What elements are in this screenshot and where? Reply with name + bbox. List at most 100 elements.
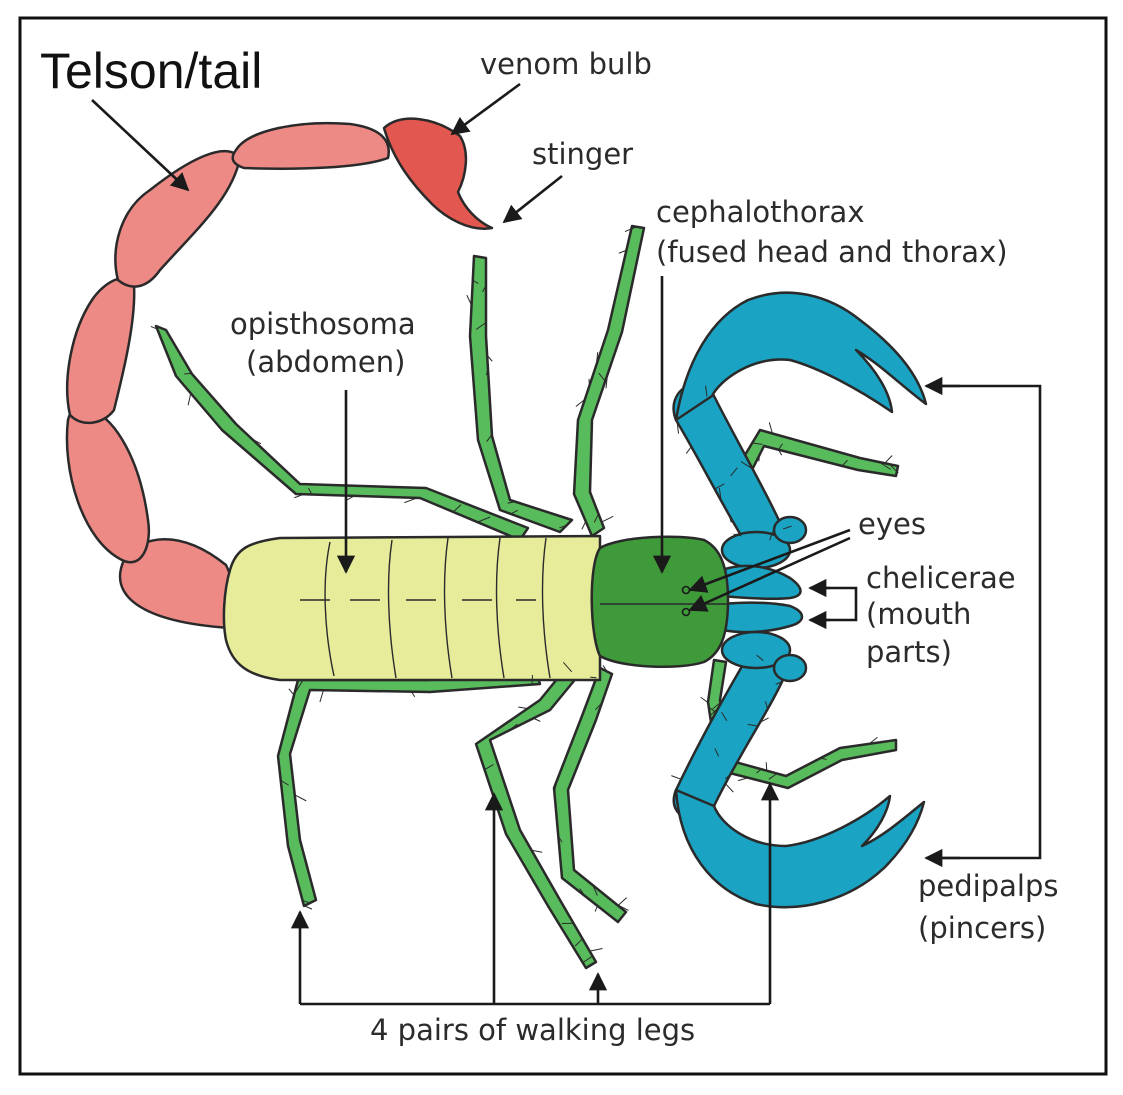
hair-bristle bbox=[765, 762, 768, 771]
hair-bristle bbox=[764, 701, 769, 710]
label-stinger: stinger bbox=[532, 137, 633, 171]
hair-bristle bbox=[477, 516, 491, 523]
hair-bristle bbox=[486, 367, 489, 376]
hair-bristle bbox=[295, 679, 304, 692]
hair-bristle bbox=[486, 434, 493, 442]
hair-bristle bbox=[756, 654, 764, 661]
hair-bristle bbox=[601, 515, 614, 523]
hair-bristle bbox=[778, 449, 783, 456]
hair-bristle bbox=[452, 504, 462, 513]
diagram-frame bbox=[18, 16, 1108, 1076]
hair-bristle bbox=[775, 681, 783, 685]
hair-bristle bbox=[184, 372, 192, 375]
pedipalp-upper-pincer bbox=[674, 291, 928, 422]
hair-bristle bbox=[676, 421, 680, 434]
hair-bristle bbox=[730, 467, 738, 477]
cephalothorax-body bbox=[590, 535, 730, 669]
leg-upper-3 bbox=[468, 254, 574, 534]
hair-bristle bbox=[308, 487, 313, 495]
leader-lines bbox=[91, 82, 1042, 1006]
hair-bristle bbox=[714, 483, 725, 490]
label-chelicerae-subtitle-2: parts) bbox=[866, 635, 952, 669]
leg-lower-2 bbox=[552, 666, 628, 924]
label-opisthosoma: opisthosoma bbox=[230, 307, 416, 341]
chelicera-right bbox=[720, 601, 804, 634]
hair-bristle bbox=[718, 487, 722, 501]
hair-bristle bbox=[738, 777, 749, 782]
eye-right bbox=[681, 607, 691, 617]
hair-bristle bbox=[618, 249, 627, 254]
leg-upper-front bbox=[734, 428, 900, 480]
hair-bristle bbox=[595, 352, 599, 365]
hair-bristle bbox=[768, 773, 778, 780]
hair-bristle bbox=[758, 455, 760, 462]
hair-bristle bbox=[712, 700, 723, 710]
hair-bristle bbox=[251, 438, 262, 445]
hair-bristle bbox=[714, 748, 720, 757]
leg-upper-rear bbox=[154, 324, 530, 542]
tail-metasoma bbox=[65, 121, 390, 630]
leg-lower-3 bbox=[474, 666, 598, 970]
hair-bristle bbox=[740, 461, 753, 470]
hair-bristle bbox=[294, 794, 307, 802]
hair-bristle bbox=[878, 461, 892, 470]
tail-segment-4 bbox=[114, 149, 242, 288]
hair-bristle bbox=[280, 779, 289, 786]
hair-bristle bbox=[531, 849, 543, 853]
hair-bristle bbox=[733, 533, 742, 537]
label-pedipalps: pedipalps bbox=[918, 869, 1058, 903]
bracket-pedipalps bbox=[932, 384, 1042, 860]
abdomen-tergite-line-5 bbox=[541, 537, 551, 679]
hair-bristle bbox=[303, 905, 313, 910]
label-cephalothorax: cephalothorax bbox=[656, 195, 865, 229]
tail-segment-3 bbox=[66, 277, 136, 425]
abdomen-tergite-line-4 bbox=[495, 537, 505, 679]
hair-bristle bbox=[671, 775, 682, 780]
hair-bristle bbox=[884, 455, 893, 464]
hair-bristle bbox=[728, 515, 732, 523]
label-chelicerae-subtitle-1: (mouth bbox=[866, 597, 971, 631]
hair-bristle bbox=[579, 888, 586, 897]
label-cephalothorax-subtitle: (fused head and thorax) bbox=[656, 235, 1008, 269]
hair-bristle bbox=[705, 385, 708, 397]
arrow-telson bbox=[91, 99, 190, 192]
hair-bristle bbox=[507, 723, 518, 732]
hair-bristle bbox=[559, 524, 567, 529]
pedipalps bbox=[672, 291, 928, 909]
leg-upper-2 bbox=[572, 224, 646, 538]
hair-bristle bbox=[624, 226, 637, 233]
hair-bristle bbox=[507, 501, 516, 504]
chelicerae-mouthparts bbox=[720, 564, 804, 634]
hair-bristle bbox=[778, 443, 783, 450]
walking-legs bbox=[154, 224, 900, 970]
hair-bristle bbox=[574, 938, 583, 947]
chelicera-left bbox=[720, 564, 802, 601]
hair-bristle bbox=[482, 285, 487, 293]
hair-bristle bbox=[617, 897, 628, 906]
arrow-venom-bulb bbox=[450, 82, 521, 136]
hair-bristle bbox=[411, 691, 416, 698]
label-venom-bulb: venom bulb bbox=[480, 47, 652, 81]
hair-bristle bbox=[510, 509, 518, 515]
abdomen-body bbox=[222, 534, 602, 682]
arrow-eyes-1 bbox=[688, 528, 851, 593]
hair-bristle bbox=[187, 393, 192, 406]
abdomen-opisthosoma bbox=[222, 534, 602, 682]
hair-bristle bbox=[724, 774, 731, 780]
label-chelicerae: chelicerae bbox=[866, 561, 1016, 595]
abdomen-tergite-line-1 bbox=[324, 541, 335, 677]
hair-bristle bbox=[562, 661, 573, 673]
hair-bristle bbox=[302, 899, 311, 904]
label-opisthosoma-subtitle: (abdomen) bbox=[246, 345, 405, 379]
hair-bristle bbox=[518, 706, 528, 710]
label-pedipalps-subtitle: (pincers) bbox=[918, 911, 1046, 945]
hair-bristle bbox=[404, 497, 418, 504]
hair-bristle bbox=[428, 690, 438, 694]
pedipalp-lower-pincer bbox=[674, 788, 926, 909]
hair-bristle bbox=[288, 688, 295, 696]
tail-segment-2 bbox=[65, 406, 151, 564]
hair-bristle bbox=[721, 712, 728, 721]
hair-bristle bbox=[889, 463, 899, 474]
hair-bristle bbox=[150, 325, 158, 330]
